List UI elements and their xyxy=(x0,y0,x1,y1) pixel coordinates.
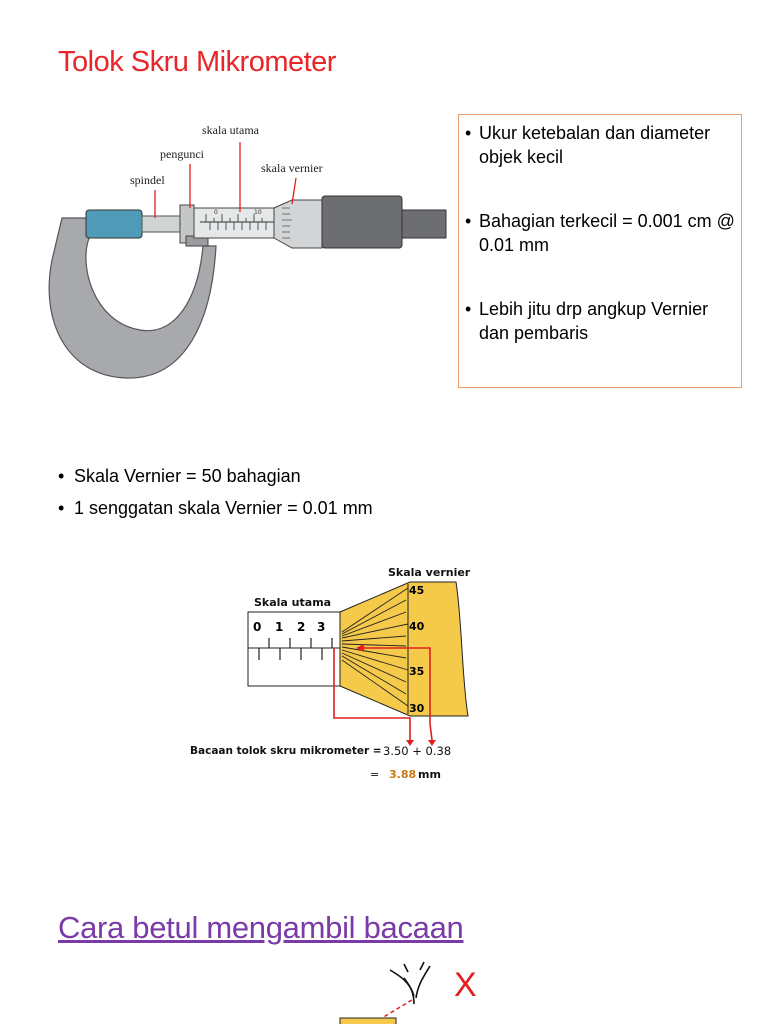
vernier-number-45: 45 xyxy=(409,584,424,597)
result-equals: = xyxy=(370,768,379,781)
bullet-item: Skala Vernier = 50 bahagian xyxy=(58,460,373,492)
bullet-list: Skala Vernier = 50 bahagian 1 senggatan … xyxy=(58,460,373,524)
reading-diagram: Skala vernier Skala utama 0 1 2 3 45 40 … xyxy=(190,566,471,781)
scale-number-10: 10 xyxy=(254,209,262,216)
scale-number-0: 0 xyxy=(214,209,218,216)
anvil xyxy=(85,209,143,239)
vernier-number-35: 35 xyxy=(409,665,424,678)
info-box: Ukur ketebalan dan diameter objek kecil … xyxy=(458,114,742,388)
main-number-0: 0 xyxy=(253,620,261,634)
eye-icon xyxy=(389,961,431,1005)
main-number-3: 3 xyxy=(317,620,325,634)
label-skala-vernier: skala vernier xyxy=(261,161,323,175)
info-point: Bahagian terkecil = 0.001 cm @ 0.01 mm xyxy=(463,209,737,257)
info-point: Ukur ketebalan dan diameter objek kecil xyxy=(463,121,737,169)
frame xyxy=(48,217,217,379)
result-unit: mm xyxy=(418,768,441,781)
info-point: Lebih jitu drp angkup Vernier dan pembar… xyxy=(463,297,737,345)
thimble xyxy=(273,199,323,249)
vernier-number-40: 40 xyxy=(409,620,425,633)
bullet-item: 1 senggatan skala Vernier = 0.01 mm xyxy=(58,492,373,524)
label-spindel: spindel xyxy=(130,173,165,187)
vernier-title: Skala vernier xyxy=(388,566,471,579)
wrong-mark: X xyxy=(454,966,477,1004)
spindle xyxy=(141,215,181,233)
label-pengunci: pengunci xyxy=(160,147,205,161)
reading-arrows xyxy=(333,647,433,741)
micrometer-edge xyxy=(339,1017,397,1024)
main-scale-title: Skala utama xyxy=(254,596,331,609)
page-title: Tolok Skru Mikrometer xyxy=(58,46,336,78)
vernier-thimble xyxy=(339,581,469,717)
reading-expression: 3.50 + 0.38 xyxy=(383,744,451,758)
main-number-2: 2 xyxy=(297,620,305,634)
main-number-1: 1 xyxy=(275,620,283,634)
section-title: Cara betul mengambil bacaan xyxy=(58,910,464,945)
vernier-number-30: 30 xyxy=(409,702,425,715)
main-scale-sleeve xyxy=(247,611,341,687)
result-value: 3.88 xyxy=(389,768,416,781)
label-skala-utama: skala utama xyxy=(202,123,260,137)
reading-label: Bacaan tolok skru mikrometer = xyxy=(190,745,382,757)
